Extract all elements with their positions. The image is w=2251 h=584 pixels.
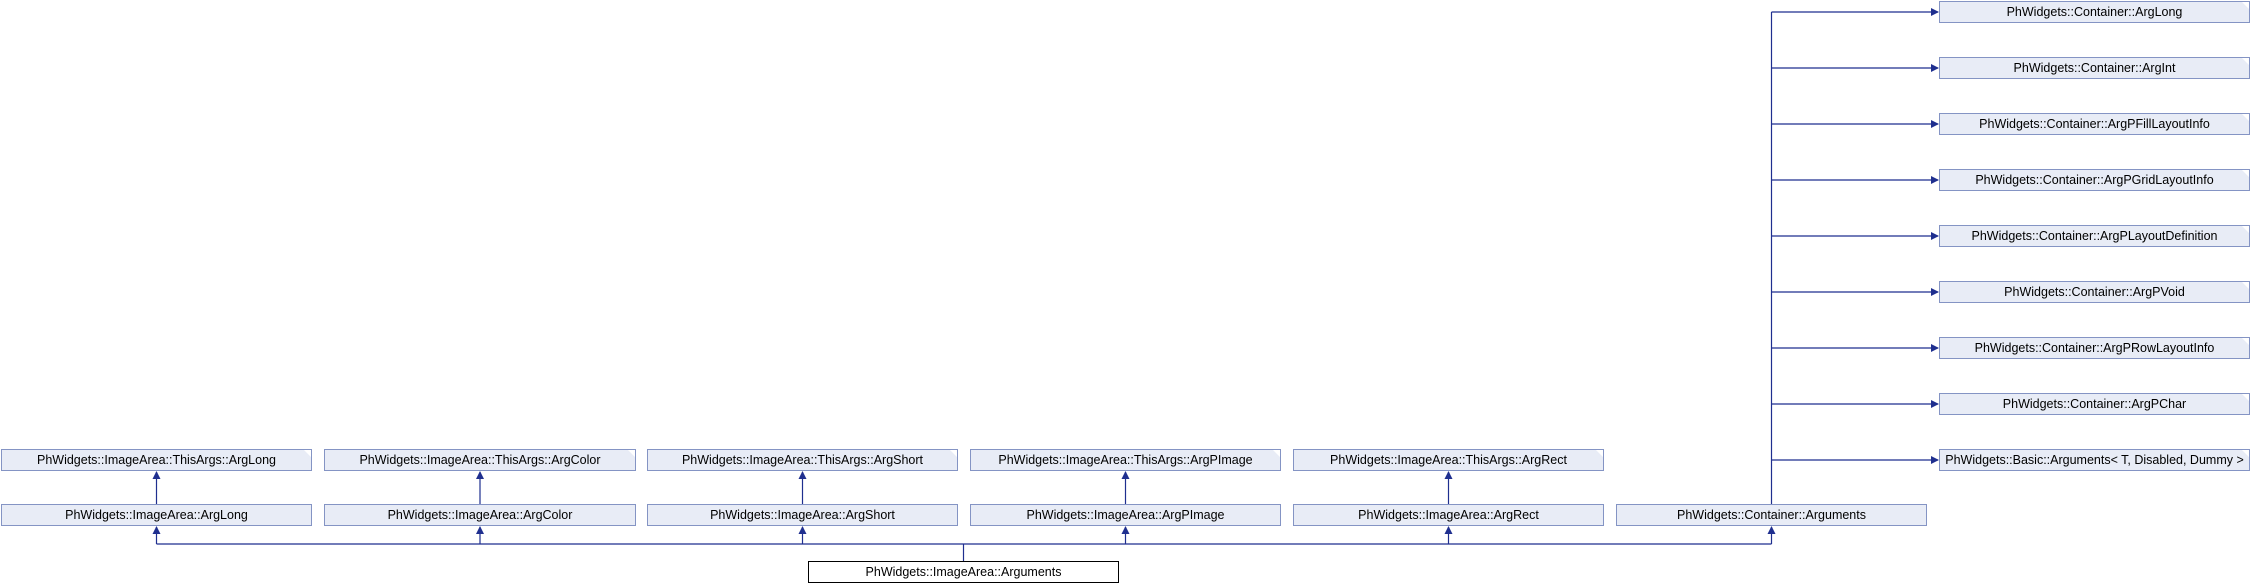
class-node-container-argpchar[interactable]: PhWidgets::Container::ArgPChar <box>1939 393 2250 415</box>
class-node-container-argint[interactable]: PhWidgets::Container::ArgInt <box>1939 57 2250 79</box>
class-node-container-arguments[interactable]: PhWidgets::Container::Arguments <box>1616 504 1927 526</box>
class-node-thisargs-argshort[interactable]: PhWidgets::ImageArea::ThisArgs::ArgShort <box>647 449 958 471</box>
class-node-imagearea-arguments[interactable]: PhWidgets::ImageArea::Arguments <box>808 561 1119 583</box>
class-node-container-argplayoutdefinition[interactable]: PhWidgets::Container::ArgPLayoutDefiniti… <box>1939 225 2250 247</box>
class-node-container-arglong[interactable]: PhWidgets::Container::ArgLong <box>1939 1 2250 23</box>
class-node-imagearea-argrect[interactable]: PhWidgets::ImageArea::ArgRect <box>1293 504 1604 526</box>
class-label: PhWidgets::Container::ArgPLayoutDefiniti… <box>1971 229 2218 243</box>
class-node-thisargs-argrect[interactable]: PhWidgets::ImageArea::ThisArgs::ArgRect <box>1293 449 1604 471</box>
class-label: PhWidgets::Container::ArgPFillLayoutInfo <box>1979 117 2210 131</box>
class-node-container-argpgridlayoutinfo[interactable]: PhWidgets::Container::ArgPGridLayoutInfo <box>1939 169 2250 191</box>
class-label: PhWidgets::ImageArea::ThisArgs::ArgShort <box>681 453 924 467</box>
class-node-container-argpfilllayoutinfo[interactable]: PhWidgets::Container::ArgPFillLayoutInfo <box>1939 113 2250 135</box>
class-label: PhWidgets::ImageArea::ArgShort <box>710 508 895 522</box>
class-label: PhWidgets::Container::ArgPGridLayoutInfo <box>1975 173 2214 187</box>
class-label: PhWidgets::ImageArea::ThisArgs::ArgRect <box>1330 453 1567 467</box>
class-label: PhWidgets::ImageArea::ArgLong <box>65 508 248 522</box>
class-label: PhWidgets::Container::ArgPRowLayoutInfo <box>1974 341 2215 355</box>
class-label: PhWidgets::ImageArea::ThisArgs::ArgPImag… <box>998 453 1253 467</box>
class-label: PhWidgets::Container::ArgPVoid <box>2004 285 2185 299</box>
class-label: PhWidgets::Container::Arguments <box>1677 508 1866 522</box>
class-label: PhWidgets::Container::ArgLong <box>2006 5 2183 19</box>
class-node-thisargs-argpimage[interactable]: PhWidgets::ImageArea::ThisArgs::ArgPImag… <box>970 449 1281 471</box>
class-label: PhWidgets::ImageArea::ThisArgs::ArgColor <box>359 453 601 467</box>
class-node-thisargs-arglong[interactable]: PhWidgets::ImageArea::ThisArgs::ArgLong <box>1 449 312 471</box>
class-node-imagearea-argcolor[interactable]: PhWidgets::ImageArea::ArgColor <box>324 504 636 526</box>
class-node-container-argprowlayoutinfo[interactable]: PhWidgets::Container::ArgPRowLayoutInfo <box>1939 337 2250 359</box>
class-label: PhWidgets::ImageArea::ArgPImage <box>1026 508 1225 522</box>
class-label: PhWidgets::ImageArea::Arguments <box>865 565 1062 579</box>
class-node-basic-arguments[interactable]: PhWidgets::Basic::Arguments< T, Disabled… <box>1939 449 2250 471</box>
class-label: PhWidgets::Container::ArgInt <box>2013 61 2176 75</box>
class-label: PhWidgets::ImageArea::ArgColor <box>387 508 573 522</box>
class-node-imagearea-arglong[interactable]: PhWidgets::ImageArea::ArgLong <box>1 504 312 526</box>
class-node-thisargs-argcolor[interactable]: PhWidgets::ImageArea::ThisArgs::ArgColor <box>324 449 636 471</box>
class-label: PhWidgets::ImageArea::ArgRect <box>1358 508 1539 522</box>
class-node-imagearea-argpimage[interactable]: PhWidgets::ImageArea::ArgPImage <box>970 504 1281 526</box>
class-label: PhWidgets::ImageArea::ThisArgs::ArgLong <box>36 453 276 467</box>
class-node-container-argpvoid[interactable]: PhWidgets::Container::ArgPVoid <box>1939 281 2250 303</box>
class-label: PhWidgets::Basic::Arguments< T, Disabled… <box>1945 453 2244 467</box>
class-label: PhWidgets::Container::ArgPChar <box>2002 397 2187 411</box>
class-node-imagearea-argshort[interactable]: PhWidgets::ImageArea::ArgShort <box>647 504 958 526</box>
